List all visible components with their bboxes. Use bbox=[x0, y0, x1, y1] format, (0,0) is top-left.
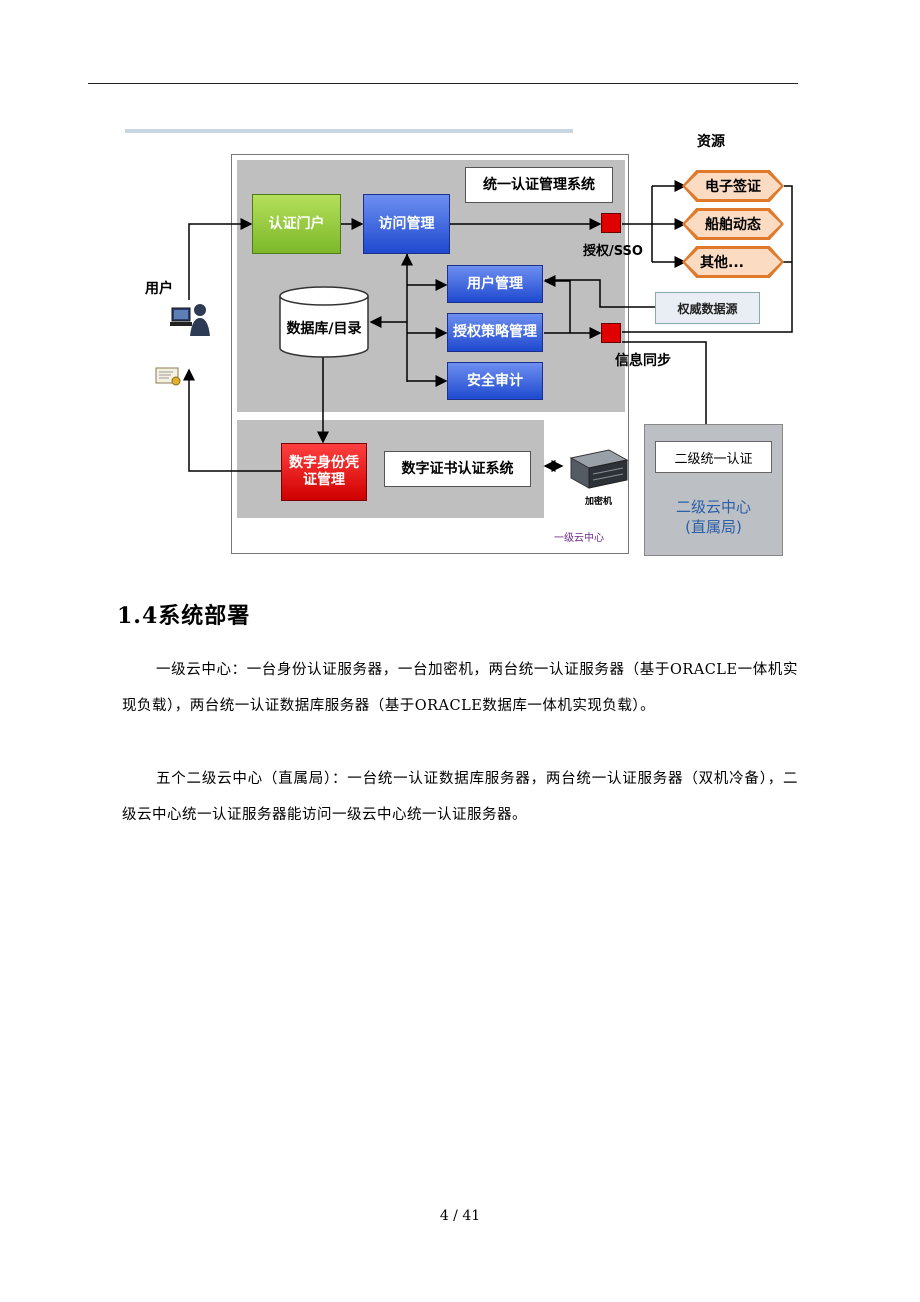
user-mgmt-box: 用户管理 bbox=[447, 265, 543, 303]
resources-title: 资源 bbox=[697, 134, 725, 150]
auth-sso-label: 授权/SSO bbox=[583, 244, 643, 259]
user-label: 用户 bbox=[145, 281, 173, 297]
resource-ship-label: 船舶动态 bbox=[705, 217, 761, 233]
paragraph-second-cloud: 五个二级云中心（直属局）：一台统一认证数据库服务器，两台统一认证服务器（双机冷备… bbox=[122, 771, 798, 823]
encryptor-label: 加密机 bbox=[585, 497, 613, 507]
first-cloud-label: 一级云中心 bbox=[554, 533, 604, 544]
second-cloud-line1: 二级云中心 bbox=[675, 498, 751, 516]
database-cylinder: 数据库/目录 bbox=[279, 286, 369, 358]
certificate-icon bbox=[155, 366, 183, 388]
policy-mgmt-box: 授权策略管理 bbox=[447, 313, 543, 352]
cert-system-label: 数字证书认证系统 bbox=[384, 451, 531, 487]
section-title: 1.4系统部署 bbox=[117, 603, 251, 629]
auth-sso-node bbox=[601, 213, 621, 233]
security-audit-box: 安全审计 bbox=[447, 362, 543, 400]
connector-lines bbox=[183, 180, 793, 472]
decorative-bar bbox=[125, 129, 573, 133]
second-cloud-title: 二级云中心 (直属局) bbox=[645, 497, 782, 537]
sync-label: 信息同步 bbox=[615, 353, 671, 369]
auth-source-box: 权威数据源 bbox=[655, 292, 760, 324]
digital-identity-box: 数字身份凭证管理 bbox=[281, 443, 367, 501]
header-rule bbox=[88, 83, 798, 84]
page-number: 4 / 41 bbox=[439, 1208, 481, 1224]
paragraph-first-cloud: 一级云中心：一台身份认证服务器，一台加密机，两台统一认证服务器（基于ORACLE… bbox=[122, 662, 798, 714]
portal-box: 认证门户 bbox=[252, 194, 341, 254]
second-cloud-line2: (直属局) bbox=[685, 518, 742, 536]
second-cloud-box: 二级统一认证 二级云中心 (直属局) bbox=[644, 424, 783, 556]
encryptor-icon bbox=[565, 446, 631, 492]
resource-other-label: 其他... bbox=[700, 255, 744, 271]
user-computer-icon bbox=[170, 302, 210, 338]
unified-system-label: 统一认证管理系统 bbox=[465, 167, 613, 203]
resource-visa-label: 电子签证 bbox=[705, 179, 761, 195]
resource-visa: 电子签证 bbox=[682, 170, 784, 202]
second-unified-label: 二级统一认证 bbox=[655, 441, 772, 473]
sync-node bbox=[601, 323, 621, 343]
access-mgmt-box: 访问管理 bbox=[363, 194, 450, 254]
database-label: 数据库/目录 bbox=[286, 321, 362, 337]
resource-ship: 船舶动态 bbox=[682, 208, 784, 240]
resource-other: 其他... bbox=[682, 246, 784, 278]
